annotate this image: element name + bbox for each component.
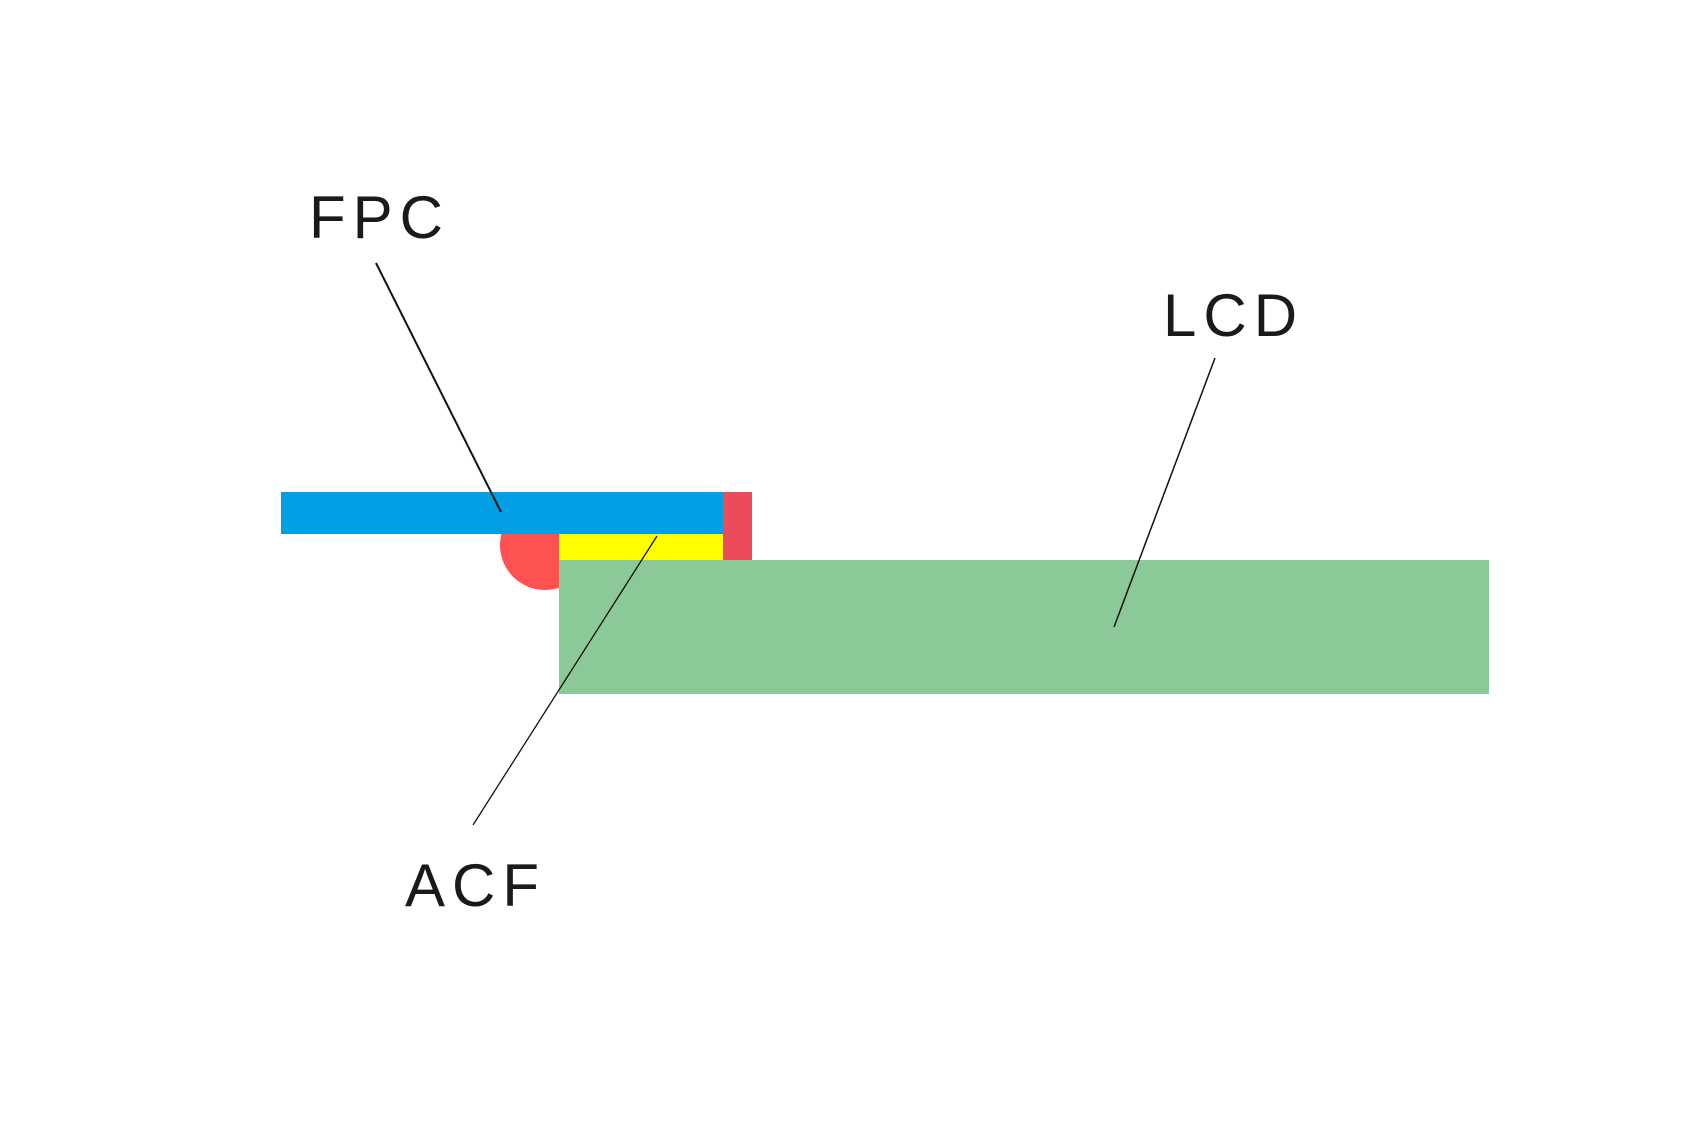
lcd-leader-line	[1113, 357, 1216, 628]
fpc-leader-line	[375, 262, 502, 513]
fpc-layer	[281, 492, 724, 534]
acf-leader-line	[472, 535, 658, 826]
fpc-label: FPC	[309, 184, 450, 251]
lcd-panel	[559, 560, 1489, 694]
sealant-side	[723, 492, 752, 560]
acf-label: ACF	[405, 852, 546, 919]
lcd-label: LCD	[1163, 282, 1305, 349]
acf-layer	[559, 534, 723, 560]
